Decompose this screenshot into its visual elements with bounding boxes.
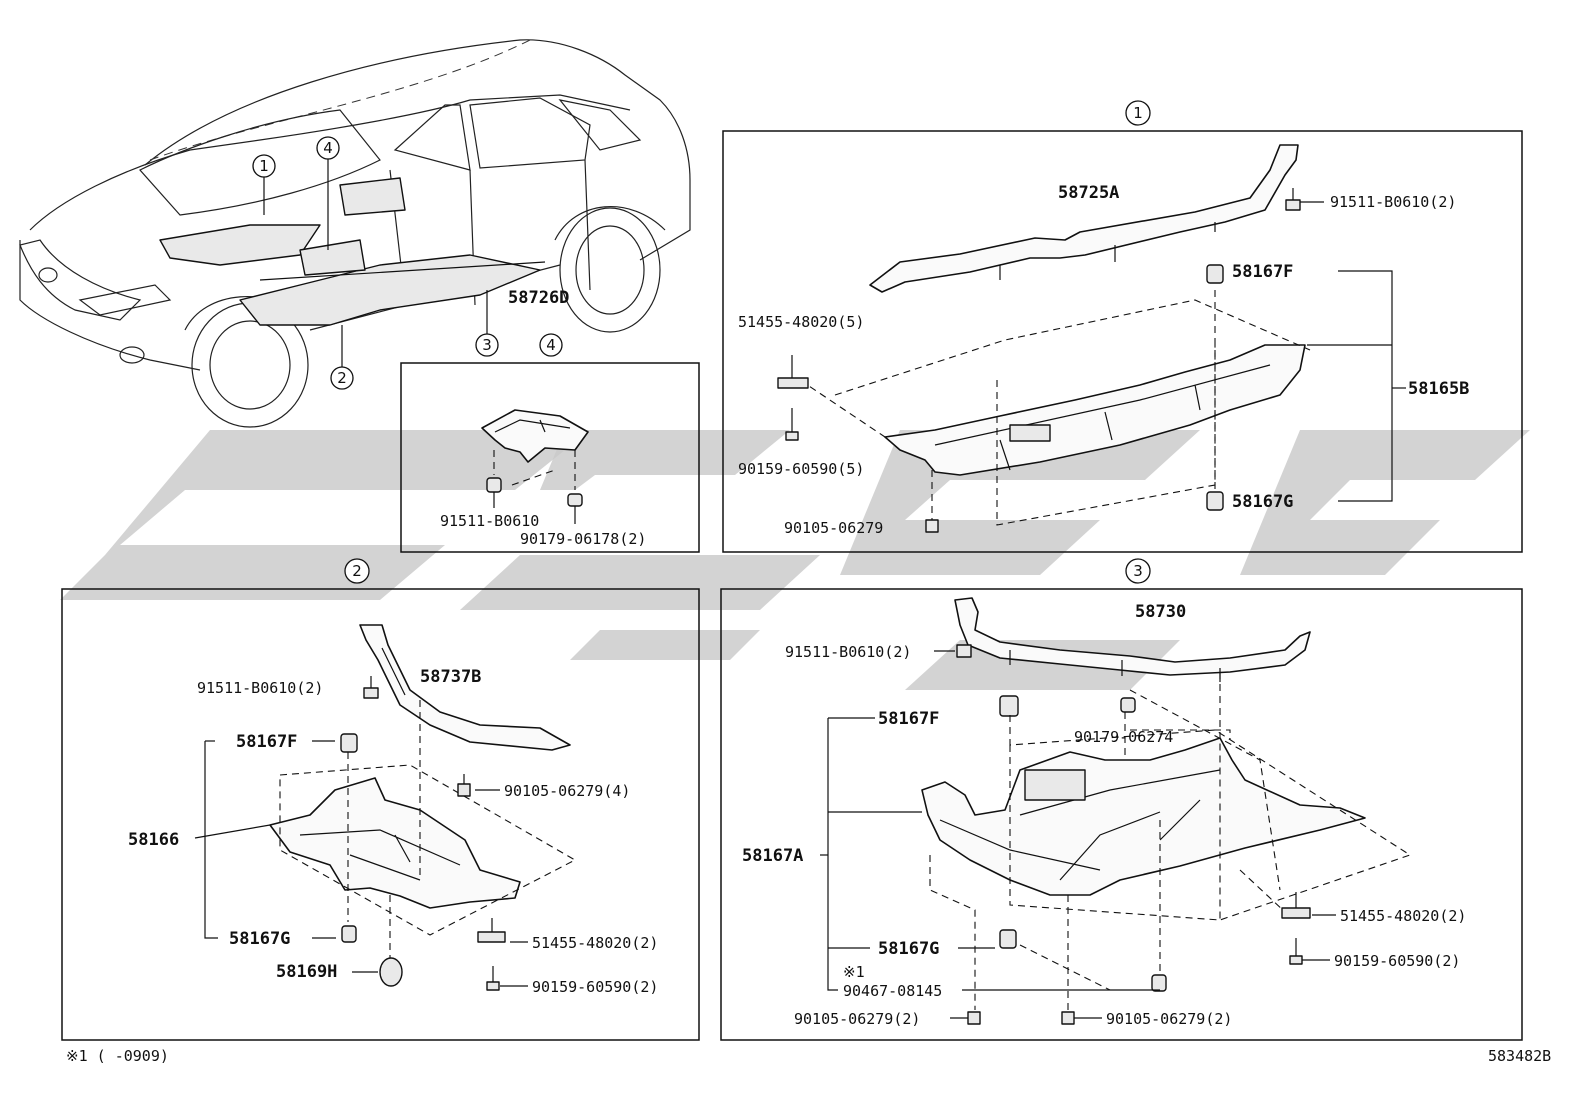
section-1-marker-label: 1	[1133, 104, 1143, 122]
clip-58167g-s3-icon	[999, 929, 1017, 949]
bolt-90105-s3-right-icon	[1061, 1011, 1075, 1025]
bolt-90159-s3-icon	[1289, 955, 1303, 965]
label-58737b: 58737B	[420, 667, 481, 687]
undercover-58166	[269, 777, 521, 909]
label-90179-06178: 90179-06178(2)	[520, 530, 646, 548]
plate-58726d	[481, 409, 589, 463]
footnote: ※1 ( -0909)	[66, 1047, 169, 1065]
section-2-marker	[344, 558, 370, 584]
nut-90179-icon	[567, 493, 583, 507]
bracket-58737b	[359, 624, 571, 751]
label-91511-b0610: 91511-B0610(2)	[1330, 193, 1456, 211]
section-2: 2	[61, 558, 700, 1041]
label-58166: 58166	[128, 830, 179, 850]
overview-callout-1: 1	[252, 154, 276, 215]
vehicle-overview: 1 4 3 2	[19, 39, 691, 428]
label-91511-b0610-s4: 91511-B0610	[440, 512, 539, 530]
bolt-91511-b0610-icon	[1285, 199, 1301, 211]
bolt-90159-s2-icon	[486, 981, 500, 991]
clip-58167f-s2-icon	[340, 733, 358, 753]
section-3-frame	[720, 588, 1523, 1041]
svg-text:4: 4	[323, 139, 333, 157]
label-91511-b0610-s2: 91511-B0610(2)	[197, 679, 323, 697]
section-3-marker	[1125, 558, 1151, 584]
svg-text:1: 1	[259, 157, 269, 175]
bolt-90105-icon	[925, 519, 939, 533]
bolt-91511-s2-icon	[363, 687, 379, 699]
retainer-51455-s3-icon	[1281, 907, 1311, 919]
bolt-91511-icon	[486, 477, 502, 493]
screw-90467-icon	[1151, 974, 1167, 992]
label-90105-06279: 90105-06279	[784, 519, 883, 537]
label-58725a: 58725A	[1058, 183, 1119, 203]
overview-callout-4: 4	[316, 136, 340, 250]
bolt-90105-s2-icon	[457, 783, 471, 797]
label-58167a: 58167A	[742, 846, 803, 866]
label-90159-60590-s3: 90159-60590(2)	[1334, 952, 1460, 970]
label-58726d: 58726D	[508, 288, 569, 308]
bolt-90105-s3-left-icon	[967, 1011, 981, 1025]
label-58167f-s2: 58167F	[236, 732, 297, 752]
retainer-51455-s2-icon	[477, 931, 506, 943]
bracket-58730	[954, 597, 1311, 676]
section-3: 3	[720, 558, 1523, 1041]
label-58167f: 58167F	[1232, 262, 1293, 282]
label-58730: 58730	[1135, 602, 1186, 622]
label-58169h: 58169H	[276, 962, 337, 982]
label-58167f-s3: 58167F	[878, 709, 939, 729]
bracket-58725a	[869, 144, 1299, 293]
overview-callout-2: 2	[330, 325, 354, 390]
section-1-marker	[1125, 100, 1151, 126]
clip-58167f-icon	[1206, 264, 1224, 284]
label-51455-48020: 51455-48020(5)	[738, 313, 864, 331]
svg-text:3: 3	[482, 336, 492, 354]
label-58167g: 58167G	[1232, 492, 1293, 512]
section-4-marker-label: 4	[546, 336, 556, 354]
label-91511-b0610-s3: 91511-B0610(2)	[785, 643, 911, 661]
label-90105-06279-s2: 90105-06279(4)	[504, 782, 630, 800]
bolt-90159-icon	[785, 431, 799, 441]
clip-58167f-s3-icon	[999, 695, 1019, 717]
section-4-frame	[400, 362, 700, 553]
label-51455-48020-s2: 51455-48020(2)	[532, 934, 658, 952]
section-4: 4 58726D 91511-B0610 90179-06178(2)	[400, 288, 700, 553]
label-note-mark: ※1	[843, 963, 865, 981]
undercover-58167a	[921, 737, 1366, 896]
label-58165b: 58165B	[1408, 379, 1469, 399]
bolt-91511-s3-icon	[956, 644, 972, 658]
label-90467-08145: 90467-08145	[843, 982, 942, 1000]
retainer-51455-icon	[777, 377, 809, 389]
svg-text:2: 2	[337, 369, 347, 387]
diagram-code: 583482B	[1488, 1047, 1551, 1065]
section-2-frame	[61, 588, 700, 1041]
section-1: 1 58725A 91511-B061	[722, 100, 1523, 553]
label-90159-60590: 90159-60590(5)	[738, 460, 864, 478]
label-58167g-s2: 58167G	[229, 929, 290, 949]
grommet-58169h-icon	[379, 957, 403, 987]
nut-90179-s3-icon	[1120, 697, 1136, 713]
label-51455-48020-s3: 51455-48020(2)	[1340, 907, 1466, 925]
label-90105-06279-s3-left: 90105-06279(2)	[794, 1010, 920, 1028]
section-1-frame	[722, 130, 1523, 553]
section-3-marker-label: 3	[1133, 562, 1143, 580]
label-90179-06274: 90179-06274	[1074, 728, 1173, 746]
label-58167g-s3: 58167G	[878, 939, 939, 959]
clip-58167g-s2-icon	[341, 925, 357, 943]
overview-callout-3: 3	[475, 290, 499, 357]
label-90105-06279-s3-right: 90105-06279(2)	[1106, 1010, 1232, 1028]
label-90159-60590-s2: 90159-60590(2)	[532, 978, 658, 996]
section-2-marker-label: 2	[352, 562, 362, 580]
section-4-marker	[539, 333, 563, 357]
